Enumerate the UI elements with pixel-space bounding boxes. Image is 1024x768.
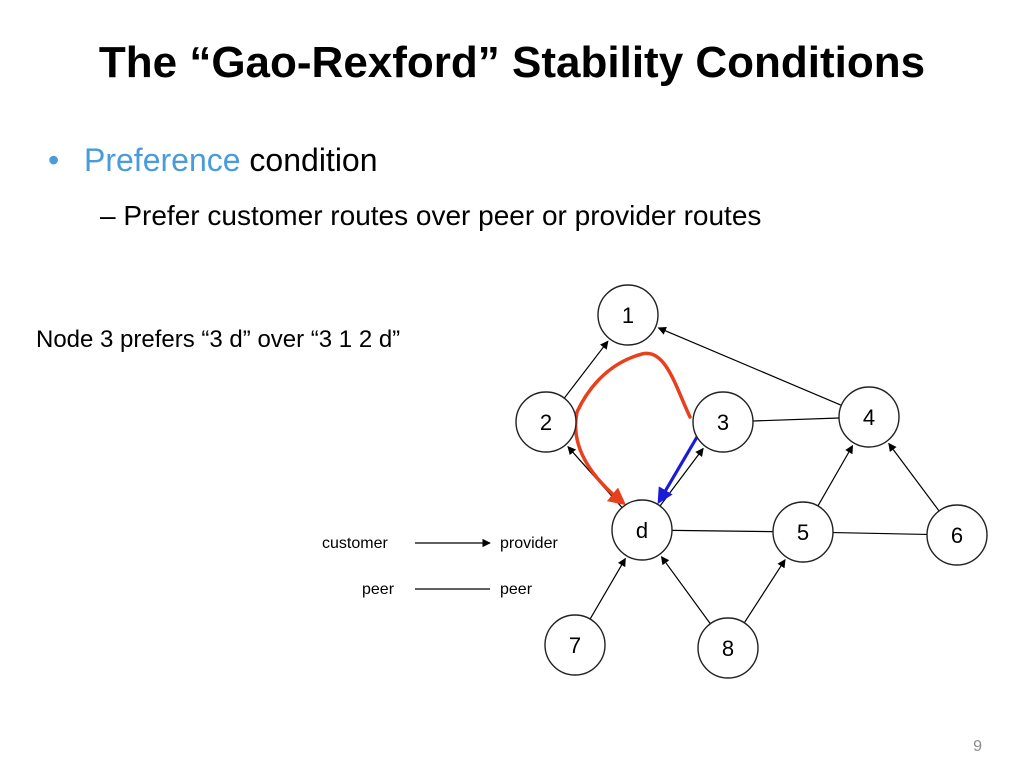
node-7-circle [544,614,606,676]
node-7-label: 7 [569,633,581,658]
node-3-note: Node 3 prefers “3 d” over “3 1 2 d” [36,326,401,353]
node-8-circle [697,617,759,679]
route-3-d-path [657,435,699,505]
node-3: 3 [692,391,754,453]
edge-peer-d-5 [671,529,774,533]
route-3-1-2-d-path [573,351,692,506]
node-3-circle [692,391,754,453]
legend-customer-label: customer [322,535,388,552]
node-6: 6 [926,504,988,566]
node-8-label: 8 [722,636,734,661]
edge-customer-4-provider-1 [657,326,842,406]
legend-peer-left-label: peer [362,581,395,598]
edge-peer-3-4 [752,417,840,422]
highlighted-paths [573,351,699,506]
node-6-circle [926,504,988,566]
graph-edges [563,326,940,625]
node-8: 8 [697,617,759,679]
legend-provider-label: provider [500,535,558,552]
node-2-circle [515,391,577,453]
bullet-text: Preference condition [84,142,378,179]
bullet-keyword: Preference [84,142,241,178]
legend: customer provider peer peer [322,535,558,598]
node-7: 7 [544,614,606,676]
node-4-label: 4 [863,405,875,430]
node-1: 1 [597,284,659,346]
edge-customer-7-provider-d [589,557,626,620]
edge-customer-6-provider-4 [888,442,940,512]
node-6-label: 6 [951,523,963,548]
node-d-label: d [636,518,648,543]
edge-customer-2-provider-1 [563,340,609,399]
node-3-label: 3 [717,410,729,435]
node-2-label: 2 [540,410,552,435]
node-2: 2 [515,391,577,453]
slide-title: The “Gao-Rexford” Stability Conditions [98,38,926,87]
edge-customer-8-provider-5 [743,559,786,624]
node-d: d [611,499,673,561]
page-number: 9 [973,738,982,755]
graph-nodes: 1 2 3 4 d 5 6 7 8 [515,284,988,679]
node-5-circle [772,501,834,563]
node-5: 5 [772,501,834,563]
edge-peer-5-6 [832,531,928,536]
node-d-circle [611,499,673,561]
legend-peer-right-label: peer [500,581,533,598]
edge-customer-d-provider-3 [659,447,704,507]
node-1-label: 1 [622,303,634,328]
edge-customer-8-provider-d [660,555,711,625]
bullet-marker: • [48,142,60,178]
bullet-rest: condition [249,142,378,178]
node-5-label: 5 [797,520,809,545]
sub-bullet: – Prefer customer routes over peer or pr… [100,200,762,231]
node-4-circle [838,386,900,448]
edge-customer-5-provider-4 [817,444,854,507]
node-4: 4 [838,386,900,448]
node-1-circle [597,284,659,346]
